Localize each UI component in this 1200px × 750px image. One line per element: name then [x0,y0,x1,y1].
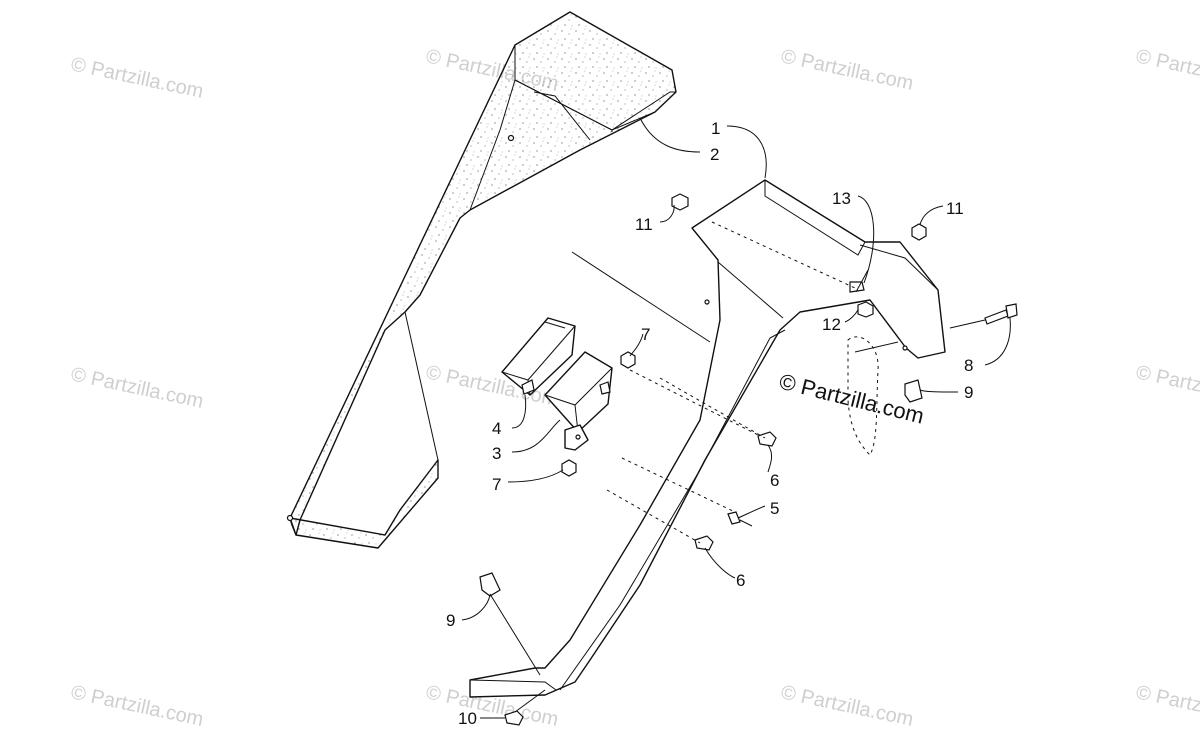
callout-4: 4 [492,419,501,438]
callout-2: 2 [710,145,719,164]
watermark-layer: © Partzilla.com © Partzilla.com © Partzi… [69,45,1200,731]
callout-labels: 1 2 3 4 5 6 6 7 7 8 9 9 10 11 11 12 13 [446,119,973,728]
bolt-6-lower [694,535,714,551]
watermark: © Partzilla.com [1134,681,1200,731]
callout-9-left: 9 [446,611,455,630]
watermark: © Partzilla.com [1134,45,1200,95]
watermark: © Partzilla.com [69,681,205,731]
callout-1: 1 [711,119,720,138]
watermark-center: © Partzilla.com [777,369,927,429]
callout-5: 5 [770,499,779,518]
bolt-8 [984,309,1009,325]
nut-7-upper [620,351,636,369]
callout-3: 3 [492,444,501,463]
clip-9-left [479,572,501,597]
bolt-6-upper [757,431,777,447]
watermark: © Partzilla.com [69,363,205,413]
part-3-bracket [544,351,613,451]
part-1-chain-guard [469,179,946,698]
hardware-group [479,193,1018,726]
watermark: © Partzilla.com [779,45,915,95]
watermark: © Partzilla.com [1134,361,1200,411]
callout-10: 10 [458,709,477,728]
callout-6-upper: 6 [770,471,779,490]
nut-11-right [911,223,927,241]
leader-lines [461,117,1011,719]
callout-9-right: 9 [964,383,973,402]
clip-9-right [904,379,923,403]
callout-7-lower: 7 [492,475,501,494]
callout-8: 8 [964,356,973,375]
watermark: © Partzilla.com [69,53,205,103]
nut-11-left [671,193,689,211]
callout-7-upper: 7 [641,325,650,344]
nut-12 [857,301,874,318]
callout-6-lower: 6 [736,571,745,590]
callout-11-left: 11 [635,215,653,234]
watermark: © Partzilla.com [779,681,915,731]
callout-12: 12 [822,315,841,334]
alignment-lines [489,221,986,713]
part-4-bracket [501,317,576,396]
nut-7-lower [561,459,577,477]
callout-11-right: 11 [946,199,964,218]
callout-13: 13 [832,189,851,208]
part-2-foam-pad [286,11,677,549]
pin-5 [727,511,741,525]
